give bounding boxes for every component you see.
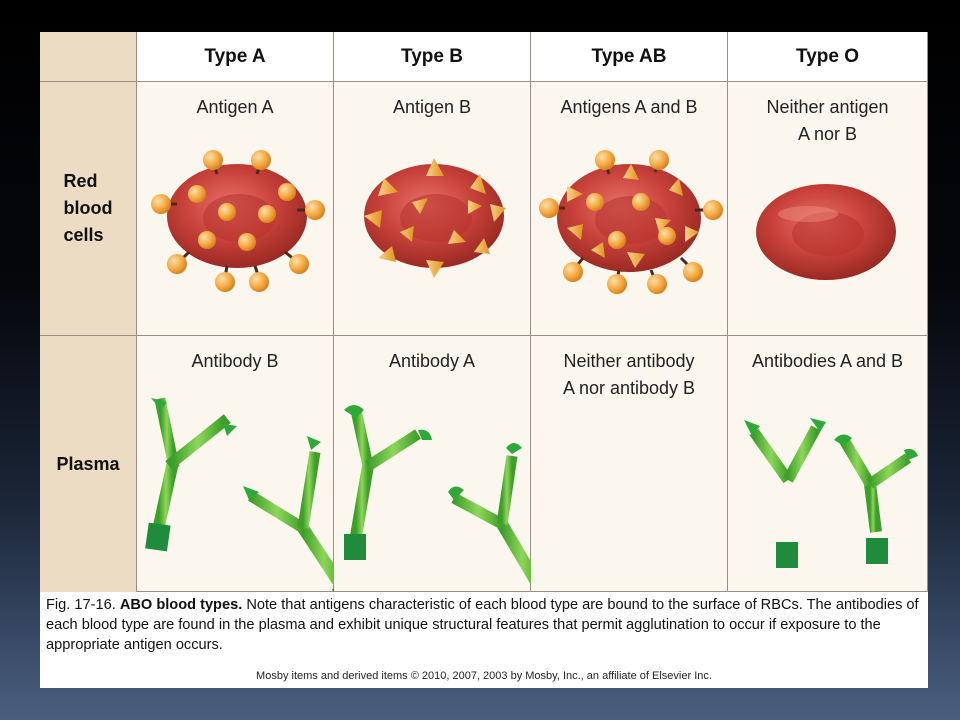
cell-plasma-type-a: Antibody B [137, 336, 334, 592]
antigen-b-markers [567, 164, 699, 268]
rbc-label-type-o: Neither antigen A nor B [766, 97, 889, 144]
cell-rbc-type-b: Antigen B [334, 82, 531, 336]
antigen-b-markers [364, 158, 506, 278]
row-header-rbc-text: Red blood cells [63, 171, 113, 245]
antibody-a-illustration [344, 405, 531, 586]
rbc-label-type-ab: Antigens A and B [560, 97, 698, 117]
cell-rbc-type-o: Neither antigen A nor B [728, 82, 928, 336]
plasma-label-type-b: Antibody A [388, 351, 476, 371]
caption-title: ABO blood types. [119, 597, 243, 613]
rbc-type-ab-illustration [539, 150, 723, 294]
cell-plasma-type-b: Antibody A [334, 336, 531, 592]
blood-type-table: Type A Type B Type AB Type O Red blood c… [40, 32, 928, 592]
col-header-type-b: Type B [334, 32, 531, 82]
plasma-label-type-ab: Neither antibody A nor antibody B [562, 351, 696, 398]
rbc-label-type-a: Antigen A [196, 97, 274, 117]
antibodies-a-and-b-illustration [744, 418, 918, 568]
cell-plasma-type-ab: Neither antibody A nor antibody B [531, 336, 728, 592]
plasma-label-type-a: Antibody B [191, 351, 279, 371]
antigen-a-markers [151, 150, 325, 292]
table-corner [40, 32, 137, 82]
caption-text: Note that antigens characteristic of eac… [46, 597, 919, 653]
antibody-1 [744, 418, 826, 568]
row-header-plasma-text: Plasma [56, 453, 120, 474]
col-header-type-a: Type A [137, 32, 334, 82]
rbc-label-type-b: Antigen B [392, 97, 472, 117]
caption-figure-number: Fig. 17-16. [46, 597, 116, 613]
plasma-label-type-o: Antibodies A and B [751, 351, 904, 371]
col-header-type-ab: Type AB [531, 32, 728, 82]
rbc-type-a-illustration [151, 150, 325, 292]
antibody-2 [448, 443, 531, 586]
antibody-1 [145, 397, 237, 552]
copyright-credit: Mosby items and derived items © 2010, 20… [256, 670, 712, 682]
rbc-type-o-illustration [756, 184, 896, 280]
row-header-red-blood-cells: Red blood cells [40, 82, 137, 336]
row-header-plasma: Plasma [40, 336, 137, 592]
antigen-a-markers [539, 150, 723, 294]
cell-rbc-type-a: Antigen A [137, 82, 334, 336]
cell-plasma-type-o: Antibodies A and B [728, 336, 928, 592]
red-blood-cell-center [792, 212, 864, 256]
antibody-2 [243, 436, 334, 592]
antibody-2 [834, 434, 918, 564]
slide: Type A Type B Type AB Type O Red blood c… [40, 32, 928, 688]
rbc-type-b-illustration [364, 158, 506, 278]
antibody-1 [344, 405, 432, 560]
cell-rbc-type-ab: Antigens A and B [531, 82, 728, 336]
antibody-b-illustration [145, 397, 334, 592]
figure-caption: Fig. 17-16. ABO blood types. Note that a… [46, 595, 922, 655]
col-header-type-o: Type O [728, 32, 928, 82]
